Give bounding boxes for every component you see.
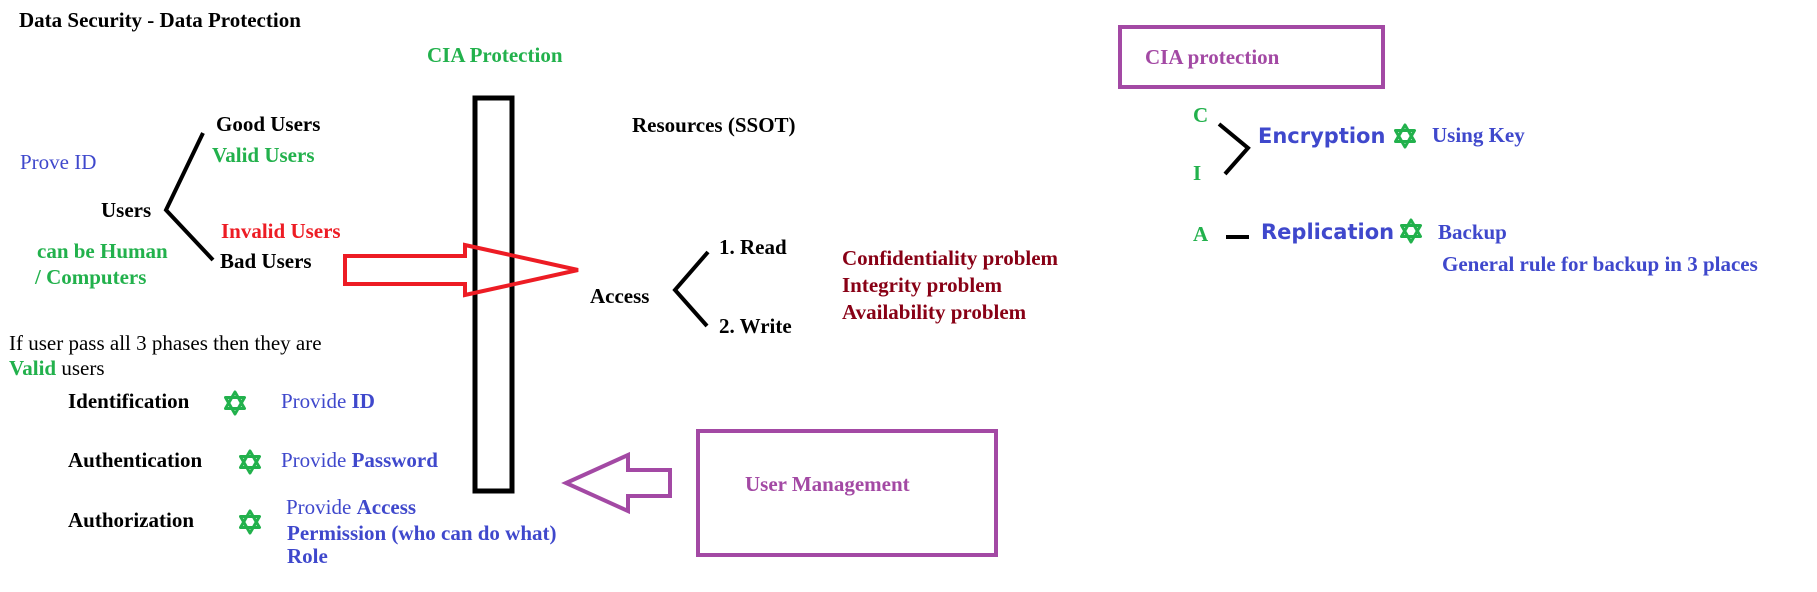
read-label: 1. Read (719, 235, 787, 259)
user-management-box (696, 429, 998, 557)
resources-label: Resources (SSOT) (632, 113, 796, 137)
star-of-david-icon (239, 449, 261, 475)
availability-problem: Availability problem (842, 300, 1027, 324)
using-key-label: Using Key (1432, 123, 1525, 147)
access-branch-lines (672, 250, 710, 328)
write-label: 2. Write (719, 314, 792, 338)
purple-left-arrow (561, 451, 672, 515)
cia-barrier (472, 95, 515, 494)
prove-id-label: Prove ID (20, 150, 97, 174)
backup-label: Backup (1438, 220, 1507, 244)
cia-protection-box (1118, 25, 1385, 89)
computers-label: / Computers (35, 265, 147, 289)
good-users-label: Good Users (216, 112, 321, 136)
star-of-david-icon (239, 509, 261, 535)
cia-i-letter: I (1193, 161, 1202, 185)
identification-detail: Provide ID (281, 391, 375, 412)
users-label: Users (101, 198, 152, 222)
cia-a-letter: A (1193, 222, 1209, 246)
authorization-label: Authorization (68, 508, 194, 532)
encryption-label: Encryption (1258, 124, 1386, 148)
password-word: Password (351, 448, 438, 472)
users-branch-lines (163, 132, 215, 262)
authentication-label: Authentication (68, 448, 203, 472)
can-be-human-label: can be Human (37, 239, 168, 263)
star-of-david-icon (224, 390, 246, 416)
access-word: Access (356, 495, 417, 519)
red-right-arrow (343, 242, 579, 298)
authentication-detail: Provide Password (281, 450, 438, 471)
phases-intro-line1: If user pass all 3 phases then they are (9, 331, 322, 355)
id-word: ID (351, 389, 375, 413)
replication-label: Replication (1261, 220, 1395, 244)
ci-bracket (1217, 122, 1251, 176)
cia-c-letter: C (1193, 103, 1209, 127)
provide-word: Provide (281, 389, 352, 413)
provide-word: Provide (281, 448, 352, 472)
confidentiality-problem: Confidentiality problem (842, 246, 1059, 270)
cia-box-title: CIA protection (1145, 45, 1280, 69)
invalid-users-label: Invalid Users (221, 219, 341, 243)
valid-users-label: Valid Users (212, 143, 315, 167)
users-word: users (56, 356, 105, 380)
page-title: Data Security - Data Protection (19, 8, 301, 32)
integrity-problem: Integrity problem (842, 273, 1003, 297)
backup-rule-label: General rule for backup in 3 places (1442, 252, 1758, 276)
user-management-label: User Management (745, 472, 910, 496)
valid-word: Valid (9, 356, 57, 380)
role-line: Role (287, 544, 328, 568)
cia-protection-heading: CIA Protection (427, 43, 563, 67)
access-label: Access (590, 284, 650, 308)
star-of-david-icon (1400, 218, 1422, 244)
identification-label: Identification (68, 389, 190, 413)
provide-word: Provide (286, 495, 357, 519)
permission-line: Permission (who can do what) (287, 521, 557, 545)
star-of-david-icon (1394, 123, 1416, 149)
phases-intro-line2: Valid users (9, 358, 105, 379)
bad-users-label: Bad Users (220, 249, 312, 273)
authorization-detail: Provide Access (286, 497, 416, 518)
